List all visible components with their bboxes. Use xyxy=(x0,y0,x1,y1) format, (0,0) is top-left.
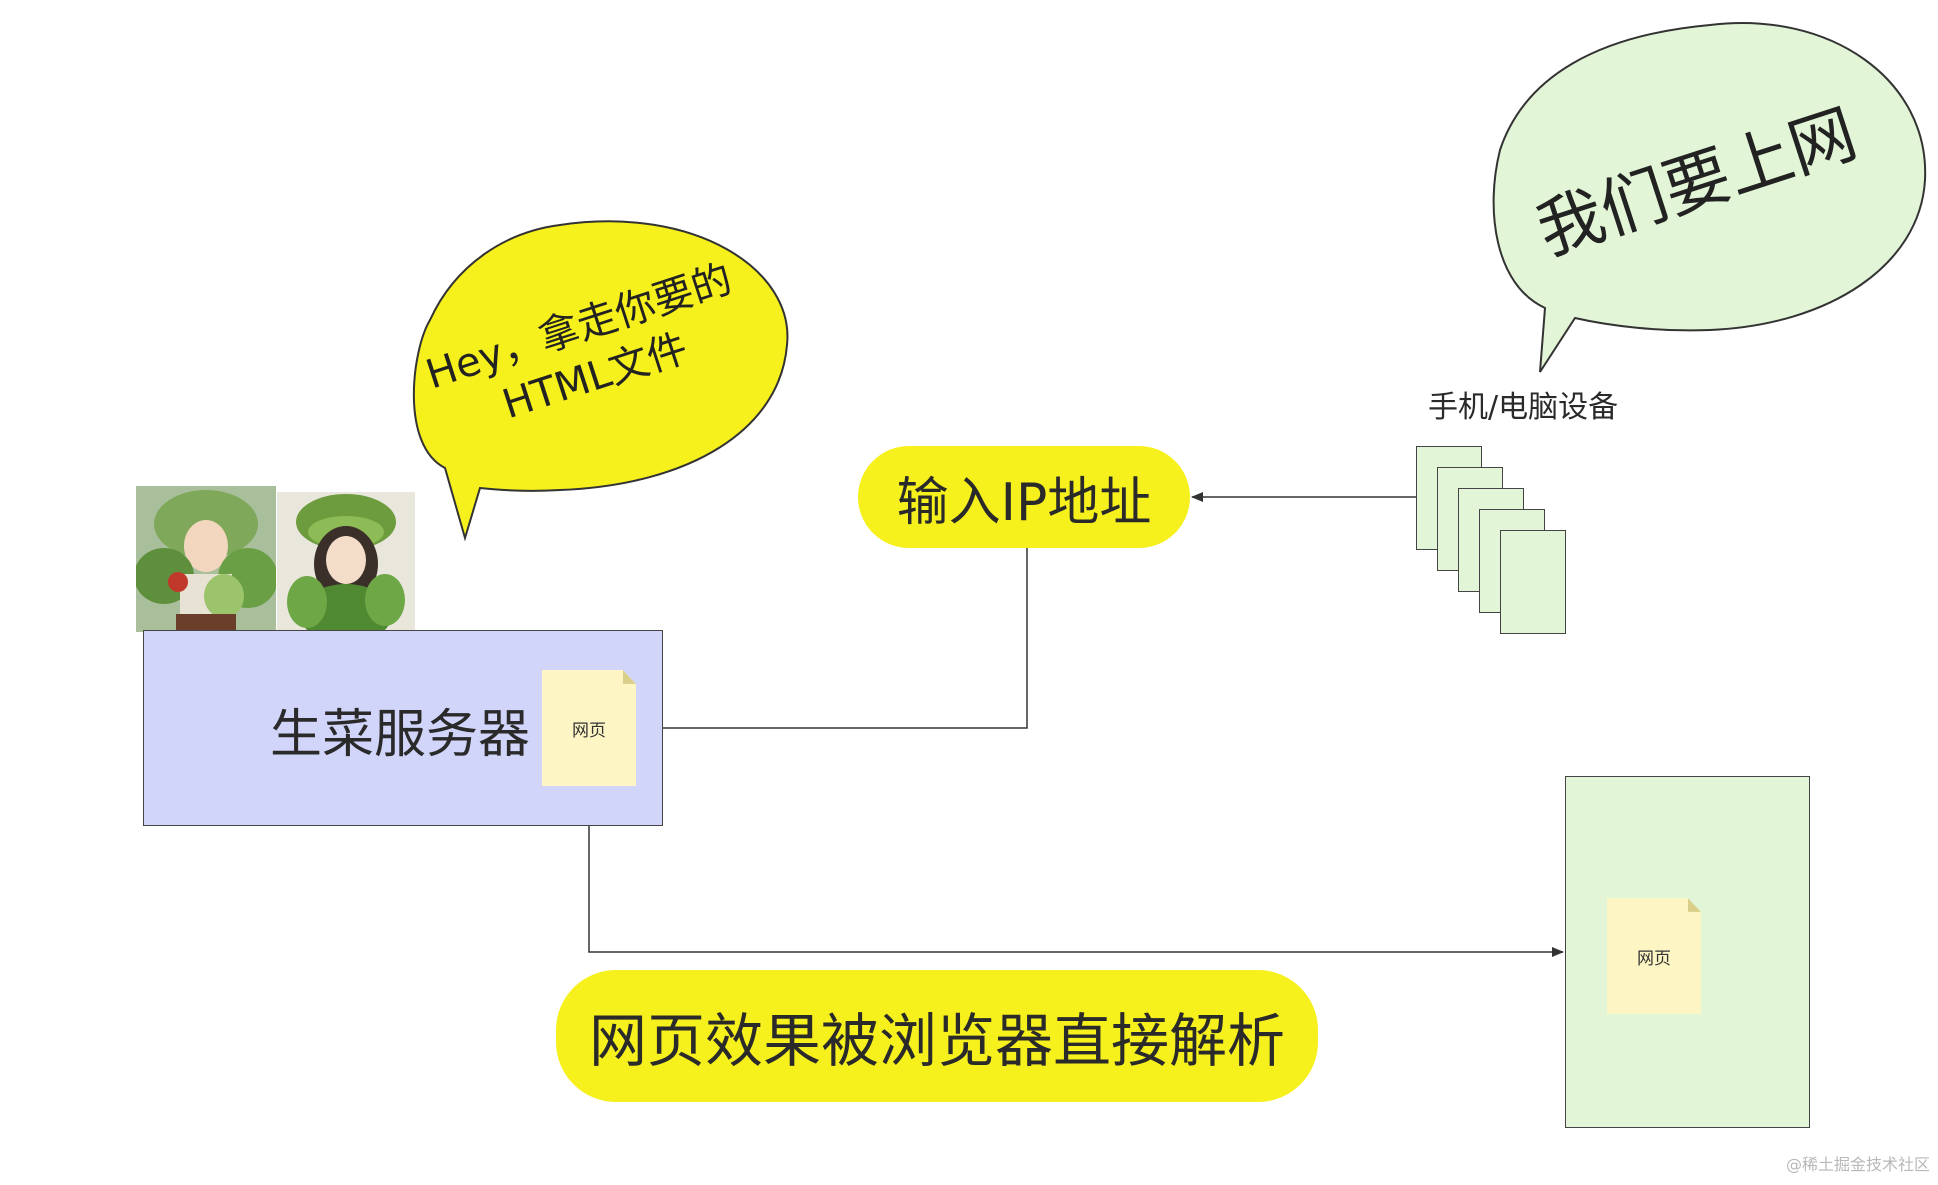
server-speech-bubble xyxy=(412,220,789,542)
server-to-device-arrow xyxy=(588,786,1564,957)
devices-label: 手机/电脑设备 xyxy=(1428,390,1619,425)
lettuce-character-image-1 xyxy=(136,486,276,632)
ip-to-server-arrow xyxy=(637,548,1028,733)
browser-render-step: 网页效果被浏览器直接解析 xyxy=(556,970,1318,1102)
server-label: 生菜服务器 xyxy=(270,705,531,765)
server-webpage-label: 网页 xyxy=(572,720,606,741)
device-card xyxy=(1500,530,1566,634)
user-speech-bubble xyxy=(1492,22,1927,373)
browser-render-label: 网页效果被浏览器直接解析 xyxy=(588,1007,1285,1075)
lettuce-character-image-2 xyxy=(277,492,415,632)
device-webpage-document: 网页 xyxy=(1607,898,1701,1014)
ip-address-label: 输入IP地址 xyxy=(896,472,1152,533)
device-webpage-label: 网页 xyxy=(1637,948,1671,969)
server-webpage-document: 网页 xyxy=(542,670,636,786)
watermark: @稀土掘金技术社区 xyxy=(1785,1155,1930,1174)
ip-address-step: 输入IP地址 xyxy=(858,446,1190,548)
